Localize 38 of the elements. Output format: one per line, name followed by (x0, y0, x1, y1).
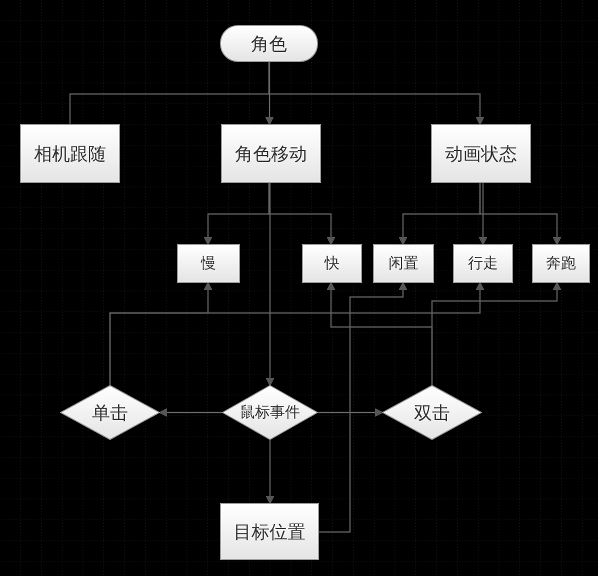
arrow (478, 183, 488, 246)
arrow (265, 62, 274, 126)
process-box (453, 244, 513, 283)
arrow (479, 183, 562, 246)
arrow (268, 183, 336, 246)
node-label: 奔跑 (546, 254, 576, 273)
node-label: 动画状态 (445, 142, 517, 166)
process-box (431, 124, 531, 183)
arrow (109, 282, 484, 385)
arrow (266, 183, 274, 386)
node-label: 相机跟随 (34, 142, 106, 166)
arrow (158, 408, 222, 417)
decision-diamond (382, 385, 482, 440)
decision-diamond (60, 385, 160, 440)
process-box (302, 244, 362, 283)
node-label: 鼠标事件 (240, 403, 300, 422)
process-box (220, 503, 319, 560)
node-label: 角色移动 (235, 142, 307, 166)
process-box (20, 124, 120, 183)
arrow (266, 440, 274, 504)
arrow (268, 62, 484, 126)
node-label: 闲置 (388, 254, 418, 273)
node-label: 目标位置 (234, 520, 306, 544)
arrow (318, 408, 384, 417)
process-box (532, 244, 590, 283)
decision-diamond (222, 385, 318, 440)
node-label: 单击 (92, 402, 128, 424)
process-box (221, 124, 321, 183)
process-box (177, 244, 240, 283)
node-label: 慢 (201, 254, 216, 273)
node-label: 角色 (251, 32, 287, 56)
arrow (431, 282, 562, 385)
terminal-box (220, 25, 318, 62)
node-label: 行走 (468, 254, 498, 273)
process-box (373, 244, 434, 283)
node-label: 双击 (414, 402, 450, 424)
node-label: 快 (324, 254, 340, 273)
arrow (319, 282, 408, 533)
